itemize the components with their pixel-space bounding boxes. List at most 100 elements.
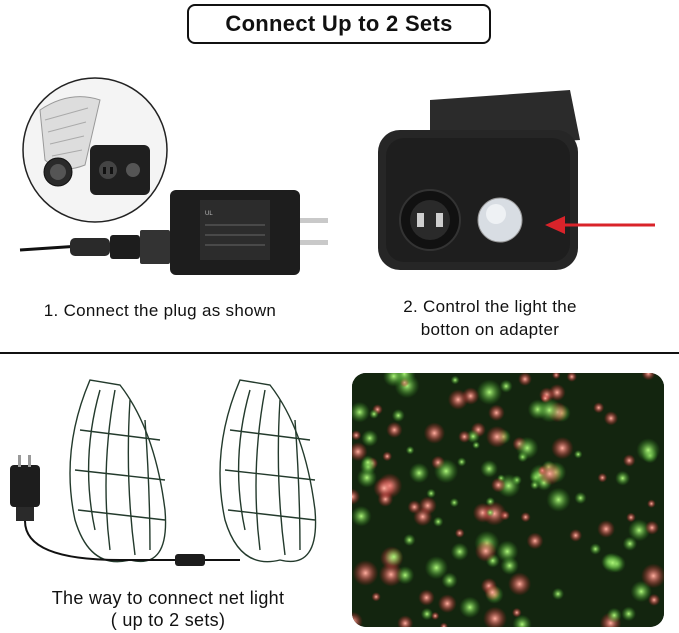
light-glow — [573, 450, 583, 459]
light-glow — [615, 470, 631, 486]
light-glow — [403, 533, 416, 547]
light-glow — [352, 401, 370, 423]
light-glow — [499, 379, 513, 393]
step-2-caption: 2. Control the light the botton on adapt… — [360, 296, 620, 342]
step-2-caption-line2: botton on adapter — [420, 319, 560, 339]
light-glow — [423, 422, 446, 444]
light-glow — [518, 373, 532, 386]
light-glow — [441, 572, 458, 589]
light-glow — [483, 606, 507, 627]
light-glow — [566, 373, 577, 382]
light-glow — [546, 487, 571, 512]
light-glow — [641, 563, 664, 589]
light-glow — [569, 529, 583, 542]
light-glow — [450, 542, 469, 561]
light-glow — [352, 488, 361, 505]
light-glow — [648, 593, 661, 606]
light-glow — [486, 508, 495, 517]
light-glow — [371, 592, 381, 602]
light-glow — [515, 436, 539, 460]
light-glow — [474, 540, 497, 562]
light-glow — [391, 409, 405, 422]
light-glow — [500, 556, 519, 575]
light-glow — [378, 562, 404, 587]
light-glow — [360, 455, 375, 470]
light-glow — [424, 556, 449, 580]
bottom-caption-line1: The way to connect net light — [51, 588, 285, 608]
step-1-caption: 1. Connect the plug as shown — [43, 301, 277, 320]
adapter-button-image — [370, 80, 670, 280]
light-glow — [408, 462, 430, 484]
light-glow — [597, 472, 608, 483]
light-glow — [491, 477, 506, 493]
light-glow — [574, 491, 587, 505]
light-glow — [373, 477, 395, 499]
light-glow — [508, 572, 532, 596]
light-glow — [397, 615, 414, 627]
light-glow — [369, 409, 379, 419]
light-glow — [433, 458, 459, 484]
light-glow — [622, 536, 638, 551]
light-glow — [551, 436, 574, 460]
light-glow — [641, 373, 656, 381]
light-glow — [361, 429, 379, 447]
light-glow — [606, 607, 622, 623]
light-glow — [623, 454, 636, 467]
light-glow — [454, 528, 465, 538]
light-glow — [484, 584, 501, 601]
light-glow — [352, 442, 368, 462]
light-glow — [459, 596, 481, 619]
light-glow — [482, 501, 507, 526]
light-glow — [405, 445, 415, 455]
lit-net-lights-photo — [352, 373, 664, 627]
light-glow — [593, 402, 605, 414]
svg-text:UL: UL — [205, 211, 213, 217]
section-divider — [0, 352, 679, 354]
light-glow — [426, 488, 436, 499]
step-2-caption-line1: 2. Control the light the — [403, 297, 577, 316]
light-glow — [457, 457, 467, 467]
light-glow — [512, 614, 532, 627]
plug-connection-image: UL — [10, 70, 340, 290]
light-glow — [480, 459, 498, 478]
light-glow — [551, 587, 565, 600]
light-glow — [382, 451, 393, 462]
light-glow — [496, 540, 519, 563]
light-glow — [520, 512, 531, 523]
light-glow — [597, 520, 615, 538]
light-glow — [626, 512, 636, 523]
light-glow — [647, 499, 656, 508]
light-glow — [621, 606, 637, 622]
page-title: Connect Up to 2 Sets — [187, 4, 491, 44]
light-glow — [602, 552, 623, 573]
light-glow — [386, 421, 403, 438]
light-glow — [447, 389, 469, 410]
light-glow — [603, 411, 619, 426]
light-glow — [645, 520, 659, 535]
light-glow — [433, 516, 444, 527]
light-glow — [628, 519, 651, 542]
light-glow — [449, 497, 459, 508]
bottom-caption-line2: ( up to 2 sets) — [110, 609, 226, 630]
light-glow — [488, 404, 505, 422]
light-glow — [383, 373, 405, 387]
light-glow — [420, 607, 434, 621]
light-glow — [352, 430, 362, 441]
light-glow — [537, 398, 562, 423]
light-glow — [636, 438, 661, 462]
light-glow — [395, 566, 415, 585]
light-glow — [413, 507, 433, 527]
light-glow — [476, 379, 503, 405]
bottom-caption: The way to connect net light ( up to 2 s… — [0, 588, 336, 631]
light-glow — [526, 532, 544, 550]
light-glow — [450, 375, 460, 385]
light-glow — [418, 589, 435, 606]
light-glow — [512, 607, 522, 618]
light-glow — [384, 547, 404, 567]
light-glow — [538, 462, 562, 486]
light-glow — [552, 373, 561, 380]
net-light-connection-image — [0, 370, 340, 585]
light-glow — [439, 622, 448, 627]
light-glow — [352, 560, 379, 586]
light-glow — [458, 430, 471, 443]
